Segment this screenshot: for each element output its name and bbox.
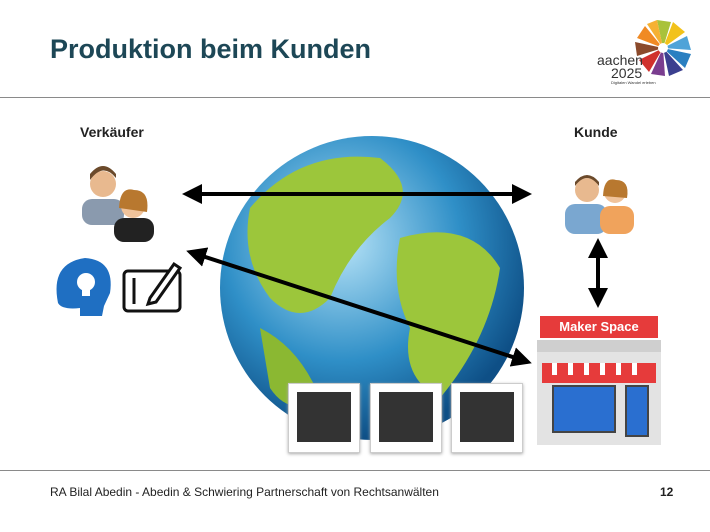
drawing-tablet-icon: [122, 261, 183, 313]
seller-label: Verkäufer: [80, 124, 144, 140]
customer-people-icon: [565, 175, 634, 234]
maker-space-sign: Maker Space: [559, 319, 639, 334]
slide-title: Produktion beim Kunden: [50, 34, 371, 64]
3d-printer-icon: [288, 383, 360, 453]
header-divider: [0, 97, 710, 98]
seller-makerspace-arrow: [186, 247, 532, 367]
diagram: [56, 136, 661, 445]
idea-head-icon: [56, 258, 111, 316]
logo-text-2025: 2025: [611, 65, 643, 81]
aachen-2025-logo: aachen 2025 Digitalen Wandel erleben: [595, 10, 705, 90]
logo-text-aachen: aachen: [597, 52, 643, 68]
footer-divider: [0, 470, 710, 471]
seller-people-icon: [82, 166, 154, 242]
page-number: 12: [660, 485, 674, 499]
logo-flower-icon: [635, 20, 691, 76]
logo-tagline: Digitalen Wandel erleben: [611, 80, 656, 85]
3d-printer-icon: [370, 383, 442, 453]
customer-label: Kunde: [574, 124, 618, 140]
maker-space-shop-icon: [537, 316, 661, 445]
footer-text: RA Bilal Abedin - Abedin & Schwiering Pa…: [50, 485, 439, 499]
3d-printer-icon: [451, 383, 523, 453]
